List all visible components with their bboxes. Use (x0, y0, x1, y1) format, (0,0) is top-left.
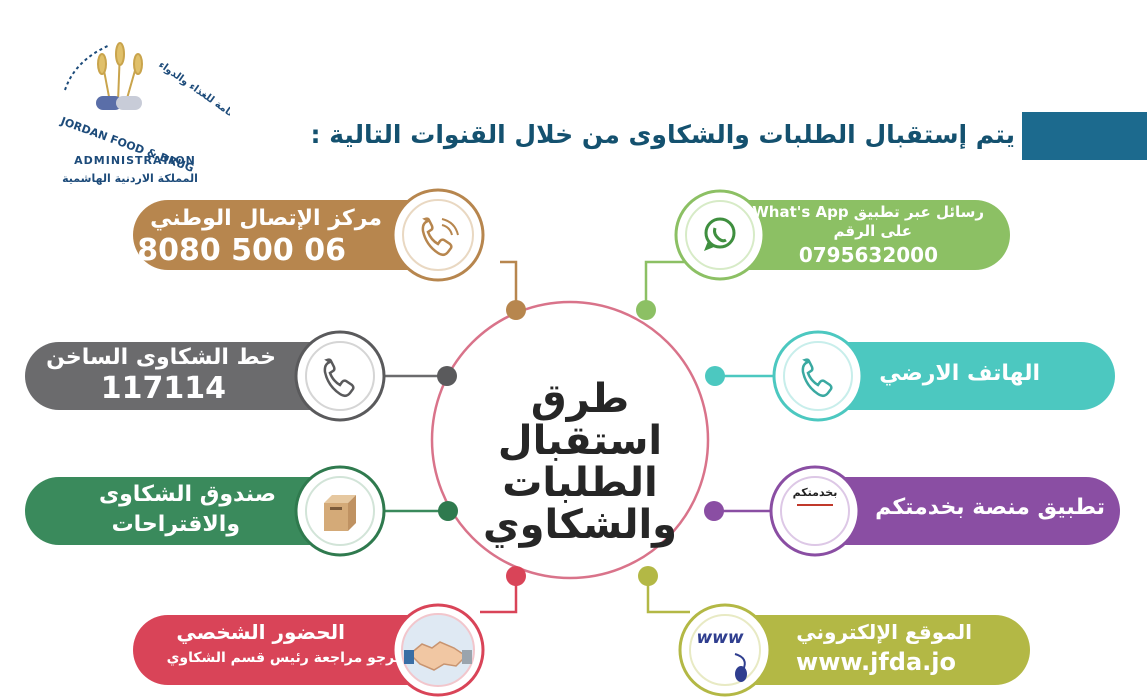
phone-icon (421, 217, 459, 256)
www-icon-text: www (696, 628, 744, 648)
logo-kingdom: المملكة الاردنية الهاشمية (62, 172, 198, 185)
handshake-icon (404, 641, 472, 671)
dot-complaint-box (438, 501, 458, 521)
center-line-3: والشكاوي (482, 502, 678, 548)
pill-website (690, 615, 1030, 685)
pill-whatsapp (690, 200, 1010, 270)
center-circle (430, 300, 710, 580)
whatsapp-number: 0795632000 (798, 243, 938, 267)
logo-admin: ADMINISTRATION (74, 154, 196, 167)
app-logo-underline (797, 504, 833, 506)
dot-hotline (437, 366, 457, 386)
phone-icon (801, 358, 833, 397)
dot-landline (705, 366, 725, 386)
complaint-box-line-2: والاقتراحات (111, 512, 240, 537)
website-title: الموقع الإلكتروني (796, 620, 972, 644)
capsule-icon (96, 96, 142, 110)
center-line-2: الطلبات (502, 460, 658, 506)
www-mouse-icon (734, 653, 747, 682)
whatsapp-line-1: رسائل عبر تطبيق What's App (752, 203, 984, 221)
wheat-icon (97, 42, 143, 103)
pill-landline (785, 342, 1115, 410)
dot-in-person (506, 566, 526, 586)
complaint-box-line-1: صندوق الشكاوى (98, 482, 276, 507)
whatsapp-line-2: على الرقم (833, 222, 912, 240)
pill-app (780, 477, 1120, 545)
box-icon (324, 495, 356, 531)
header-bar (1022, 112, 1147, 160)
icon-inner-hotline (305, 341, 375, 411)
connector-call-center (500, 260, 518, 310)
app-title: تطبيق منصة بخدمتكم (875, 495, 1105, 520)
logo-arabic-name: المؤسسة العامة للغذاء والدواء (156, 59, 230, 152)
website-url[interactable]: www.jfda.jo (796, 648, 956, 676)
center-line-1: طرق استقبال (497, 376, 663, 464)
call-center-title: مركز الإتصال الوطني (150, 206, 382, 231)
hotline-title: خط الشكاوى الساخن (46, 345, 276, 370)
icon-inner-landline (783, 341, 853, 411)
dot-website (638, 566, 658, 586)
in-person-subtitle: نرجو مراجعة رئيس قسم الشكاوي (166, 650, 400, 666)
pill-complaint-box (25, 477, 380, 545)
center-title: طرق استقبال الطلبات والشكاوي (455, 378, 705, 546)
dot-call-center (506, 300, 526, 320)
connector-website (646, 576, 690, 614)
call-center-number: 06 500 8080 (137, 233, 346, 268)
page-title: يتم إستقبال الطلبات والشكاوى من خلال الق… (310, 120, 1016, 149)
in-person-title: الحضور الشخصي (176, 620, 345, 644)
jfda-logo: المؤسسة العامة للغذاء والدواء JORDAN FOO… (58, 42, 230, 175)
icon-inner-call-center (402, 199, 474, 271)
connector-whatsapp (644, 260, 690, 310)
landline-title: الهاتف الارضي (879, 361, 1040, 386)
icon-inner-website (689, 614, 761, 686)
dot-whatsapp (636, 300, 656, 320)
pill-hotline (25, 342, 380, 410)
hotline-number: 117114 (100, 371, 226, 406)
dot-app (704, 501, 724, 521)
icon-inner-app (780, 476, 850, 546)
phone-icon (323, 358, 355, 397)
connector-in-person (480, 576, 518, 614)
pill-in-person (133, 615, 473, 685)
app-logo-text: بخدمتكم (792, 486, 838, 499)
whatsapp-icon (704, 217, 736, 251)
icon-inner-whatsapp (685, 200, 755, 270)
